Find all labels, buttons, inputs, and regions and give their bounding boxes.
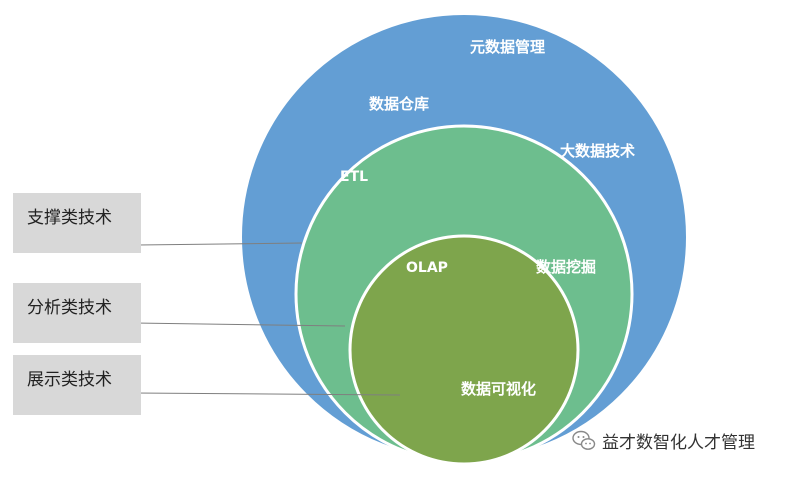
inner-item-label: 数据可视化 [461, 380, 536, 398]
connector-line-analysis [133, 322, 346, 327]
category-label-display: 展示类技术 [27, 370, 112, 390]
category-label-analysis: 分析类技术 [27, 298, 112, 318]
outer-item-label: 数据仓库 [369, 95, 429, 113]
watermark: 益才数智化人才管理 [572, 428, 755, 453]
middle-item-left-label: ETL [340, 169, 368, 185]
connector-line-display [133, 392, 401, 396]
inner-circle [348, 234, 580, 466]
category-box-support: 支撑类技术 [13, 193, 141, 253]
category-box-display: 展示类技术 [13, 355, 141, 415]
middle-item-right-label: 数据挖掘 [536, 258, 596, 276]
inner-title-label: OLAP [406, 260, 448, 276]
outer-title-label: 元数据管理 [470, 38, 545, 56]
category-box-analysis: 分析类技术 [13, 283, 141, 343]
wechat-icon [572, 430, 596, 450]
watermark-text: 益才数智化人才管理 [602, 433, 755, 453]
connector-line-support [137, 242, 303, 246]
category-label-support: 支撑类技术 [27, 208, 112, 228]
middle-title-label: 大数据技术 [560, 142, 635, 160]
